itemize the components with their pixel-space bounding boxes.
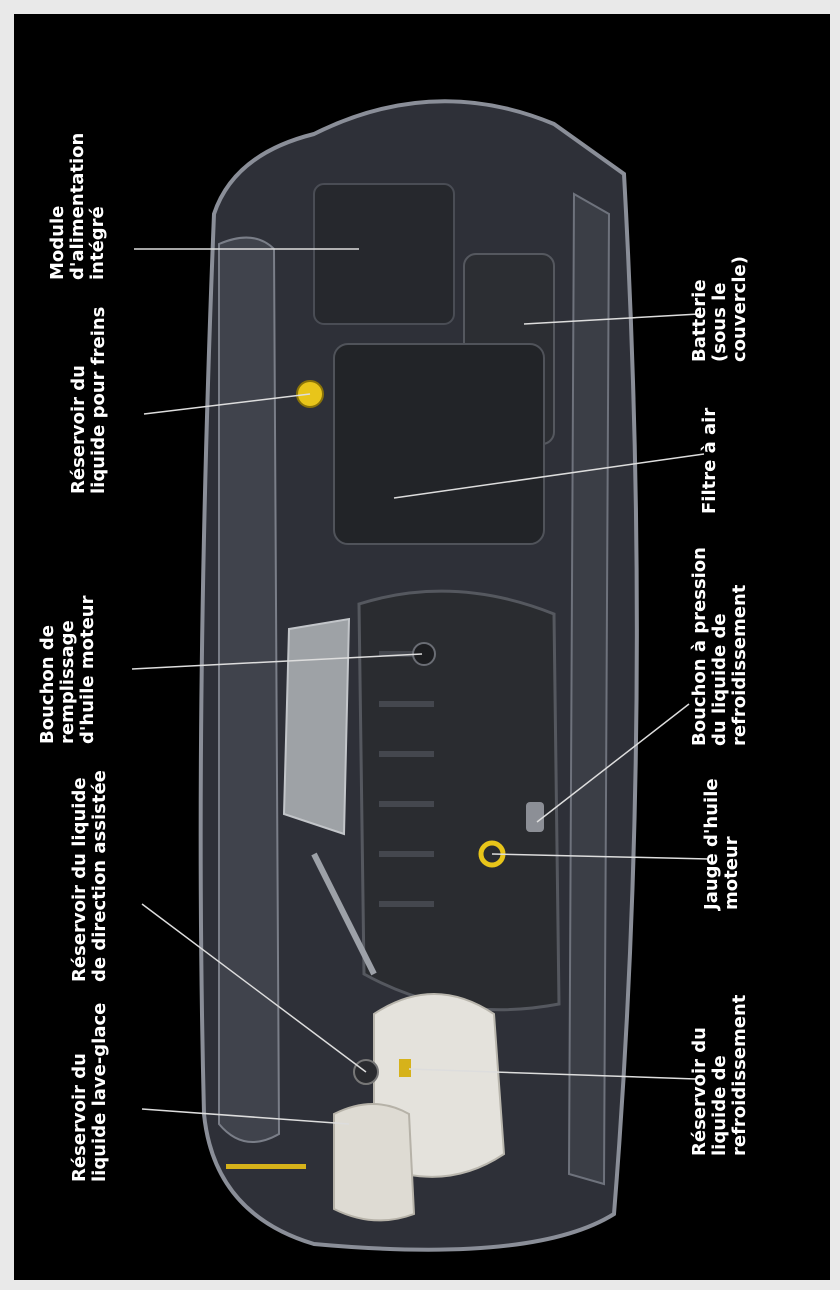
yellow-mark [399, 1059, 411, 1077]
label-oil-fill-line-2: remplissage [57, 620, 78, 744]
label-air-filter-line-1: Filtre à air [699, 407, 720, 514]
label-coolant-line-3: refroidissement [729, 994, 750, 1156]
label-oil-fill-line-1: Bouchon de [37, 625, 58, 744]
label-air-filter: Filtre à air [699, 407, 720, 514]
label-power-steering-line-2: de direction assistée [89, 770, 110, 982]
label-dipstick: Jauge d'huile moteur [701, 778, 742, 910]
label-washer-line-1: Réservoir du [69, 1053, 90, 1182]
label-brake: Réservoir du liquide pour freins [68, 306, 109, 494]
yellow-wire [226, 1164, 306, 1169]
label-brake-line-2: liquide pour freins [88, 306, 109, 494]
label-battery-line-3: couvercle) [729, 256, 750, 362]
fender-right [567, 192, 611, 1186]
label-dipstick-line-1: Jauge d'huile [701, 778, 722, 910]
label-washer: Réservoir du liquide lave-glace [69, 1002, 110, 1182]
label-oil-fill-line-3: d'huile moteur [77, 595, 98, 744]
label-power-steering-line-1: Réservoir du liquide [69, 777, 90, 982]
label-dipstick-line-2: moteur [721, 836, 742, 910]
label-battery: Batterie (sous le couvercle) [689, 256, 750, 362]
leader-washer [141, 1108, 350, 1125]
engine-diagram: Module d'alimentation intégré Réservoir … [14, 14, 830, 1280]
label-pressure-cap-line-3: refroidissement [729, 584, 750, 746]
label-battery-line-1: Batterie [689, 279, 710, 362]
label-pressure-cap-line-2: du liquide de [709, 613, 730, 746]
coolant-pressure-cap [526, 802, 544, 832]
label-pressure-cap: Bouchon à pression du liquide de refroid… [689, 547, 750, 746]
power-module [313, 183, 455, 325]
label-washer-line-2: liquide lave-glace [89, 1002, 110, 1182]
label-coolant: Réservoir du liquide de refroidissement [689, 994, 750, 1156]
label-module-line-3: intégré [87, 206, 108, 280]
leader-dipstick [491, 853, 710, 860]
label-coolant-line-1: Réservoir du [689, 1027, 710, 1156]
label-coolant-line-2: liquide de [709, 1055, 730, 1156]
label-brake-line-1: Réservoir du [68, 365, 89, 494]
air-filter-box [333, 343, 545, 545]
washer-reservoir [333, 1103, 416, 1222]
leader-brake [143, 393, 311, 415]
label-battery-line-2: (sous le [709, 282, 730, 362]
fender-left [218, 236, 281, 1143]
leader-battery [523, 313, 700, 325]
heat-shield [282, 617, 351, 836]
leader-lines [131, 248, 710, 1125]
leader-air-filter [393, 453, 705, 499]
label-module-line-1: Module [47, 205, 68, 280]
label-pressure-cap-line-1: Bouchon à pression [689, 547, 710, 746]
engine-photo [131, 99, 710, 1252]
leader-pressure-cap [536, 703, 690, 823]
label-module: Module d'alimentation intégré [47, 132, 108, 280]
label-power-steering: Réservoir du liquide de direction assist… [69, 770, 110, 982]
leader-coolant [408, 1068, 697, 1080]
leader-power-steering [141, 903, 367, 1073]
hose [311, 852, 377, 976]
label-module-line-2: d'alimentation [67, 132, 88, 280]
label-oil-fill: Bouchon de remplissage d'huile moteur [37, 595, 98, 744]
leader-oil-fill [131, 653, 423, 670]
